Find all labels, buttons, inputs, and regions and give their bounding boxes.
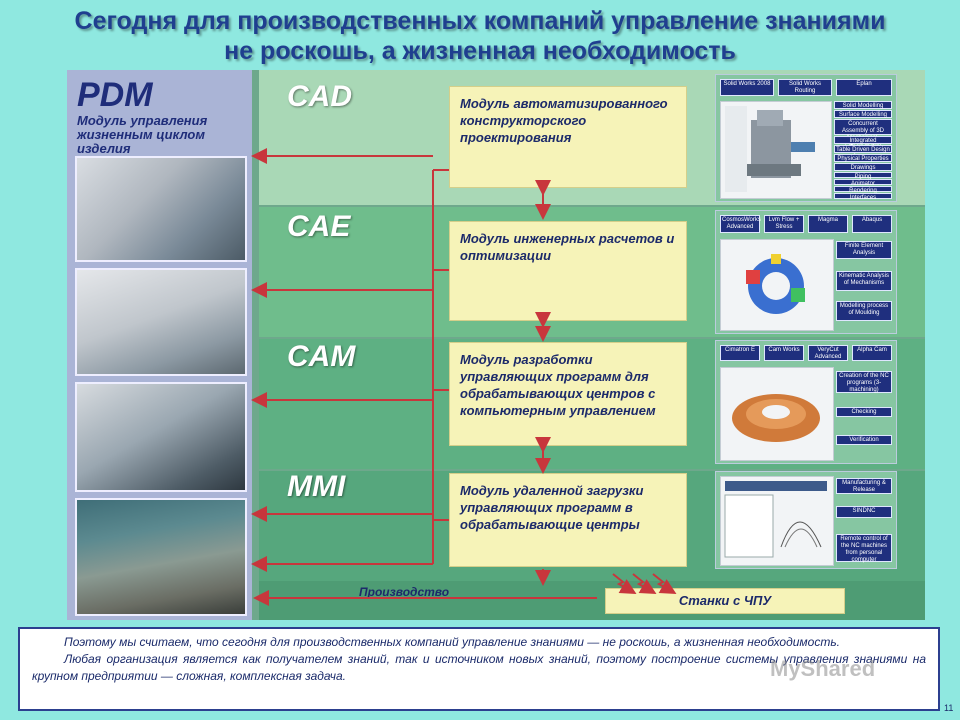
cae-stress-thumbnail — [720, 239, 834, 331]
cad-chip-side-5: Table Driven Design — [834, 145, 892, 153]
mmi-chip-side-2: SINDNC — [836, 506, 892, 518]
module-label-mmi: MMI — [287, 470, 346, 503]
office-photo-3 — [75, 382, 247, 492]
cad-chip-top-3: Eplan — [836, 79, 892, 96]
cae-chip-top-4: Abaqus — [852, 215, 892, 233]
pdm-column: PDM Модуль управления жизненным циклом и… — [67, 70, 252, 620]
cad-chip-side-11: Interfaces — [834, 193, 892, 201]
cam-chip-top-4: Alpha Cam — [852, 345, 892, 361]
cad-chip-side-1: Solid Modelling — [834, 101, 892, 109]
cae-chip-top-1: CosmosWorks Advanced — [720, 215, 761, 233]
diagram-stage: PDM Модуль управления жизненным циклом и… — [67, 70, 925, 620]
title-line-1: Сегодня для производственных компаний уп… — [74, 7, 886, 35]
cam-toolpath-thumbnail — [720, 367, 834, 461]
cae-chip-side-2: Kinematic Analysis of Mechanisms — [836, 271, 892, 291]
cae-chip-top-2: Lvm Flow + Stress — [764, 215, 804, 233]
module-box-cam: Модуль разработки управляющих программ д… — [449, 342, 687, 446]
page-number: 11 — [944, 703, 954, 713]
cam-chip-top-1: Cimatron E — [720, 345, 760, 361]
cae-chip-side-1: Finite Element Analysis — [836, 241, 892, 259]
cam-chip-side-3: Verification — [836, 435, 892, 445]
cad-chip-side-6: Physical Properties — [834, 154, 892, 162]
watermark-logo: MyShared — [770, 656, 876, 681]
caption-box: Поэтому мы считаем, что сегодня для прои… — [18, 627, 940, 711]
cad-software-panel: Solid Works 2008 Solid Works Routing Epl… — [715, 74, 897, 202]
module-label-cae: CAE — [287, 210, 351, 243]
cae-chip-top-3: Magma — [808, 215, 848, 233]
production-label: Производство — [359, 585, 450, 599]
cam-chip-side-2: Checking — [836, 407, 892, 417]
cae-software-panel: CosmosWorks Advanced Lvm Flow + Stress M… — [715, 210, 897, 334]
module-label-cam: CAM — [287, 340, 356, 373]
office-photo-1 — [75, 156, 247, 262]
cae-stress-model-icon — [746, 254, 805, 314]
cad-chip-side-9: Animator — [834, 179, 892, 187]
cam-gear-toolpath-icon — [732, 394, 820, 442]
cad-chip-side-2: Surface Modelling — [834, 110, 892, 118]
caption-paragraph-1: Поэтому мы считаем, что сегодня для прои… — [64, 635, 840, 649]
flow-arrows — [251, 148, 677, 606]
module-box-cae: Модуль инженерных расчетов и оптимизации — [449, 221, 687, 321]
module-box-mmi: Модуль удаленной загрузки управляющих пр… — [449, 473, 687, 567]
title-line-2: не роскошь, а жизненная необходимость — [224, 37, 736, 65]
cam-chip-side-1: Creation of the NC programs (3-machining… — [836, 371, 892, 393]
cad-chip-top-1: Solid Works 2008 — [720, 79, 774, 96]
cad-chip-side-7: Drawings — [834, 163, 892, 171]
mmi-chip-side-3: Remote control of the NC machines from p… — [836, 534, 892, 563]
pdm-heading: PDM — [77, 76, 153, 114]
mmi-screen-thumbnail — [720, 476, 834, 566]
mmi-software-panel: Manufacturing & Release SINDNC Remote co… — [715, 471, 897, 569]
cam-chip-top-3: VeryCut Advanced — [808, 345, 848, 361]
office-photo-2 — [75, 268, 247, 376]
factory-photo — [75, 498, 247, 616]
slide-title: Сегодня для производственных компаний уп… — [0, 6, 960, 66]
cae-chip-side-3: Modelling process of Moulding — [836, 301, 892, 321]
cad-machine-icon — [725, 106, 815, 192]
caption-paragraph-2: Любая организация является как получател… — [32, 652, 926, 683]
module-label-cad: CAD — [287, 80, 352, 113]
cad-chip-side-10: Rendering — [834, 186, 892, 194]
mmi-chip-side-1: Manufacturing & Release — [836, 478, 892, 494]
pdm-subtitle: Модуль управления жизненным циклом издел… — [77, 113, 208, 156]
cad-model-thumbnail — [720, 101, 832, 199]
cad-chip-top-2: Solid Works Routing — [778, 79, 832, 96]
cam-chip-top-2: Cam Works — [764, 345, 804, 361]
mmi-dnc-screen-icon — [724, 481, 827, 558]
module-box-cad: Модуль автоматизированного конструкторск… — [449, 86, 687, 188]
cad-chip-side-8: Piping — [834, 172, 892, 180]
cam-software-panel: Cimatron E Cam Works VeryCut Advanced Al… — [715, 340, 897, 464]
